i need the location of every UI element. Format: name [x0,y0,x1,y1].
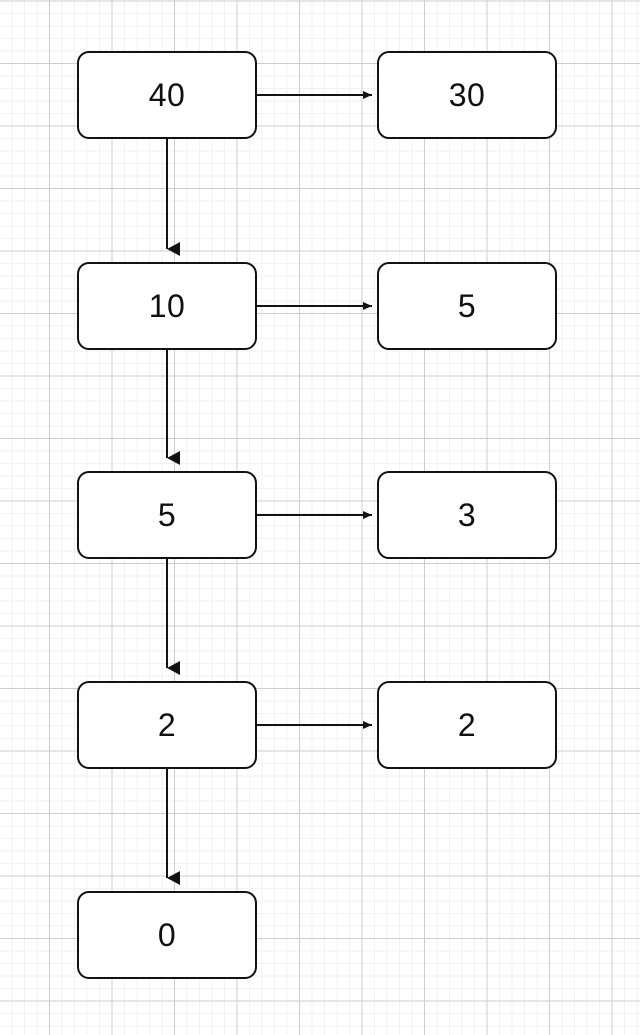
node-label: 10 [148,288,186,324]
node-label: 2 [457,707,477,743]
node-side-3[interactable]: 3 [377,471,557,559]
node-label: 0 [157,917,177,953]
node-label: 5 [457,288,477,324]
node-label: 40 [148,77,186,113]
node-label: 3 [457,497,477,533]
node-main-3[interactable]: 5 [77,471,257,559]
node-side-1[interactable]: 30 [377,51,557,139]
node-main-4[interactable]: 2 [77,681,257,769]
node-side-4[interactable]: 2 [377,681,557,769]
edge-group-horizontal [257,91,372,729]
node-label: 30 [448,77,486,113]
node-main-2[interactable]: 10 [77,262,257,350]
node-label: 2 [157,707,177,743]
node-label: 5 [157,497,177,533]
node-main-5[interactable]: 0 [77,891,257,979]
node-side-2[interactable]: 5 [377,262,557,350]
node-main-1[interactable]: 40 [77,51,257,139]
